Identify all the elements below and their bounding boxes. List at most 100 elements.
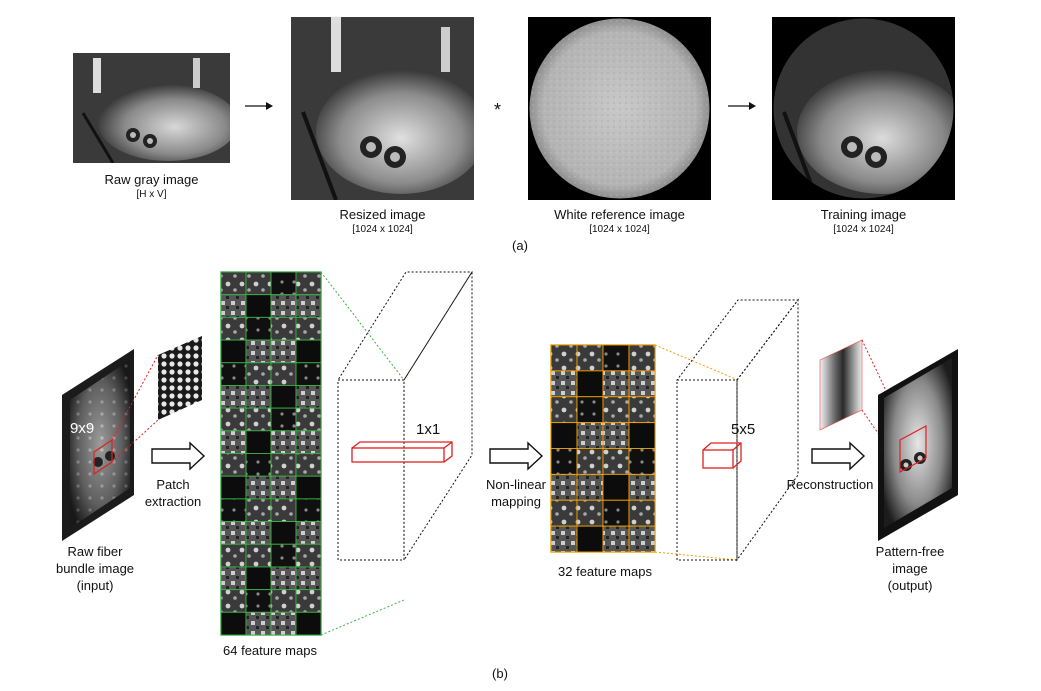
feature-map-tile <box>245 271 272 296</box>
training-image <box>772 17 955 200</box>
feature-map-tile <box>220 384 247 409</box>
input-label-line1: Raw fiber <box>67 544 123 559</box>
feature-map-tile <box>220 498 247 523</box>
feature-map-tile <box>628 370 656 398</box>
feature-map-tile <box>576 473 604 501</box>
kernel2-label: 5x5 <box>731 421 756 438</box>
feature-map-tile <box>245 362 272 386</box>
feature-map-tile <box>220 475 247 500</box>
conv-volume-1 <box>337 270 473 562</box>
feature-map-tile <box>295 271 322 296</box>
feature-map-tile <box>550 370 578 398</box>
feature-map-tile <box>576 370 604 398</box>
input-label: Raw fiber bundle image (input) <box>40 543 150 594</box>
convolution-operator: * <box>494 100 502 120</box>
step2-line1: Non-linear <box>486 477 546 492</box>
feature-map-tile <box>220 294 247 318</box>
feature-map-tile <box>270 498 297 523</box>
feature-map-tile <box>550 525 578 553</box>
reference-size: [1024 x 1024] <box>589 224 650 235</box>
feature-map-tile <box>245 430 272 454</box>
feature-map-tile <box>295 453 322 477</box>
feature-maps-64 <box>220 271 322 636</box>
feature-map-tile <box>602 370 630 398</box>
feature-map-tile <box>628 473 656 501</box>
feature-map-tile <box>602 473 630 501</box>
hollow-arrow-icon <box>489 441 544 471</box>
training-title: Training image <box>820 207 907 222</box>
feature-map-tile <box>628 344 656 372</box>
feature-map-tile <box>220 566 247 591</box>
feature-map-tile <box>295 611 322 636</box>
feature-map-tile <box>220 430 247 454</box>
feature-map-tile <box>270 475 297 500</box>
feature-map-tile <box>270 384 297 409</box>
feature-map-tile <box>576 499 604 527</box>
feature-map-tile <box>628 422 656 449</box>
feature-map-tile <box>245 384 272 409</box>
feature-map-tile <box>245 453 272 477</box>
hollow-arrow-icon <box>151 441 206 471</box>
feature-map-tile <box>295 430 322 454</box>
feature-map-tile <box>270 407 297 432</box>
white-reference-image <box>528 17 711 200</box>
feature-map-tile <box>576 344 604 372</box>
output-label-line3: (output) <box>887 578 933 593</box>
step1-line2: extraction <box>144 494 202 509</box>
input-fiber-image <box>62 349 134 541</box>
feature-map-tile <box>245 589 272 613</box>
feature-map-tile <box>270 589 297 613</box>
feature-map-tile <box>270 339 297 364</box>
feature-map-tile <box>295 543 322 568</box>
patch-size-label: 9x9 <box>70 420 95 437</box>
step2-label: Non-linear mapping <box>470 476 562 510</box>
feature-map-tile <box>295 362 322 386</box>
caption-b: (b) <box>492 666 508 681</box>
output-image <box>878 349 958 541</box>
input-label-line3: (input) <box>76 578 114 593</box>
hollow-arrow-icon <box>811 441 866 471</box>
feature-map-tile <box>602 525 630 553</box>
feature-map-tile <box>245 339 272 364</box>
feature-map-tile <box>220 521 247 545</box>
feature-map-tile <box>270 271 297 296</box>
feature-map-tile <box>602 448 630 475</box>
feature-map-tile <box>270 521 297 545</box>
feature-map-tile <box>220 589 247 613</box>
feature-map-tile <box>220 611 247 636</box>
feature-map-tile <box>270 611 297 636</box>
feature-map-tile <box>245 543 272 568</box>
feature-map-tile <box>270 294 297 318</box>
resized-size: [1024 x 1024] <box>352 224 413 235</box>
kernel-1x1 <box>351 441 453 463</box>
output-label: Pattern-free image (output) <box>860 543 960 594</box>
feature-map-tile <box>295 566 322 591</box>
step1-line1: Patch <box>156 477 190 492</box>
caption-a: (a) <box>512 238 528 253</box>
feature-map-tile <box>602 396 630 424</box>
feature-map-tile <box>576 448 604 475</box>
maps1-label: 64 feature maps <box>223 643 317 658</box>
feature-map-tile <box>628 525 656 553</box>
feature-map-tile <box>550 396 578 424</box>
feature-map-tile <box>295 294 322 318</box>
feature-map-tile <box>295 407 322 432</box>
feature-map-tile <box>628 448 656 475</box>
feature-map-tile <box>245 566 272 591</box>
output-label-line1: Pattern-free <box>875 544 945 559</box>
feature-maps-32 <box>550 344 656 553</box>
feature-map-tile <box>602 344 630 372</box>
feature-map-tile <box>295 498 322 523</box>
reference-title: White reference image <box>554 207 685 222</box>
training-size: [1024 x 1024] <box>833 224 894 235</box>
arrow-right-icon <box>728 102 756 110</box>
feature-map-tile <box>245 498 272 523</box>
feature-map-tile <box>295 521 322 545</box>
feature-map-tile <box>220 362 247 386</box>
feature-map-tile <box>602 422 630 449</box>
feature-map-tile <box>220 543 247 568</box>
feature-map-tile <box>576 422 604 449</box>
step1-label: Patch extraction <box>128 476 218 510</box>
feature-map-tile <box>295 316 322 341</box>
feature-map-tile <box>295 475 322 500</box>
